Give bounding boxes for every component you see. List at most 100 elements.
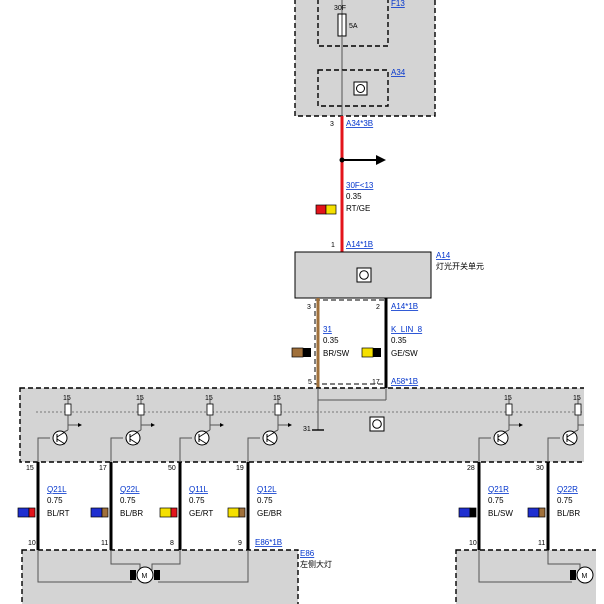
- output-color-swatch-secondary: [238, 507, 246, 518]
- driver-collector-link: [205, 429, 211, 433]
- driver-output-link: [110, 437, 123, 462]
- driver-arrow-icon: [151, 423, 155, 427]
- output-end-pin-label: 10: [469, 540, 477, 547]
- output-wire-label[interactable]: Q12L: [257, 485, 277, 494]
- driver-arrow-icon: [78, 423, 82, 427]
- a58-pin-a: 5: [308, 379, 312, 386]
- a58-ground-label: 31: [303, 426, 311, 433]
- driver-transistor-icon: [562, 430, 578, 446]
- a34-module-icon-circle: [356, 84, 365, 93]
- output-end-pin-label: 11: [538, 540, 545, 547]
- a58-pin-b: 17: [372, 379, 380, 386]
- a58-module-icon: [369, 416, 385, 432]
- a14-pin-out-b: 2: [376, 304, 380, 311]
- output-wire-label[interactable]: Q11L: [189, 485, 209, 494]
- e86-wire-q11l: [151, 550, 181, 570]
- driver-collector-link: [136, 429, 142, 433]
- output-pin-label: 28: [467, 465, 475, 472]
- output-wire-label[interactable]: Q22L: [120, 485, 140, 494]
- a14-desc: 灯光开关单元: [436, 261, 484, 271]
- a14-pin-out-a: 3: [307, 304, 311, 311]
- output-wire-color: BL/RT: [47, 509, 70, 518]
- output-color-swatch-primary: [458, 507, 471, 518]
- e86-connector-label[interactable]: E86*1B: [255, 538, 282, 547]
- driver-output-link: [478, 437, 491, 462]
- driver-arrow-icon: [288, 423, 292, 427]
- output-pin-label: 15: [26, 465, 34, 472]
- driver-transistor-collector: [129, 431, 139, 438]
- wire-30f-label[interactable]: 30F<13: [346, 181, 374, 190]
- driver-fuse-label: 15: [136, 395, 144, 402]
- wire-30f-color: RT/GE: [346, 204, 370, 213]
- driver-arrow-icon: [519, 423, 523, 427]
- wire-31-color: BR/SW: [323, 349, 350, 358]
- output-color-swatch-primary: [227, 507, 240, 518]
- wire-klin-swatch-yellow: [361, 347, 374, 358]
- a14-label[interactable]: A14: [436, 251, 451, 260]
- output-pin-label: 30: [536, 465, 544, 472]
- output-wire-label[interactable]: Q22R: [557, 485, 578, 494]
- wire-klin-color: GE/SW: [391, 349, 418, 358]
- driver-transistor-collector: [56, 431, 66, 438]
- output-wire-label[interactable]: Q21R: [488, 485, 509, 494]
- output-wire-color: BL/BR: [120, 509, 143, 518]
- a34-outer-box: [294, 0, 436, 117]
- output-color-swatch-primary: [17, 507, 30, 518]
- e86-desc: 左侧大灯: [300, 559, 332, 569]
- driver-output-link: [179, 437, 192, 462]
- driver-collector-link: [63, 429, 69, 433]
- output-color-swatch-primary: [527, 507, 540, 518]
- a58-connector-label[interactable]: A58*1B: [391, 377, 418, 386]
- output-color-swatch-primary: [90, 507, 103, 518]
- output-wire-color: BL/SW: [488, 509, 513, 518]
- wire-klin-swatch-black: [373, 348, 381, 357]
- driver-fuse-icon: [206, 403, 214, 416]
- right-motor-icon: [576, 566, 594, 584]
- driver-fuse-icon: [505, 403, 513, 416]
- driver-collector-link: [504, 429, 510, 433]
- driver-fuse-icon: [64, 403, 72, 416]
- output-color-swatch-secondary: [101, 507, 109, 518]
- output-wire-gauge: 0.75: [557, 496, 573, 505]
- output-end-pin-label: 10: [28, 540, 36, 547]
- driver-transistor-emitter: [129, 438, 139, 445]
- a34-connector-label[interactable]: A34*3B: [346, 119, 373, 128]
- right-crop-mask: [584, 380, 604, 480]
- driver-fuse-icon: [274, 403, 282, 416]
- output-color-swatch-secondary: [538, 507, 546, 518]
- a14-connector-out-label[interactable]: A14*1B: [391, 302, 418, 311]
- right-crop-mask-bottom: [596, 540, 604, 604]
- e86-label[interactable]: E86: [300, 549, 315, 558]
- a34-pin-label: 3: [330, 121, 334, 128]
- driver-collector-link: [573, 429, 579, 433]
- output-wire-gauge: 0.75: [47, 496, 63, 505]
- a58-box: [19, 387, 604, 463]
- output-wire-label[interactable]: Q21L: [47, 485, 67, 494]
- wire-klin-label[interactable]: K_LIN_8: [391, 325, 423, 334]
- wire-klin-gauge: 0.35: [391, 336, 407, 345]
- driver-fuse-label: 15: [273, 395, 281, 402]
- driver-fuse-label: 15: [573, 395, 581, 402]
- a14-connector-in-label[interactable]: A14*1B: [346, 240, 373, 249]
- a34-label[interactable]: A34: [391, 68, 406, 77]
- wire-31-label[interactable]: 31: [323, 325, 332, 334]
- right-wire-q22r: [547, 550, 581, 570]
- right-motor-term-left: [570, 570, 576, 580]
- e86-motor-term-right: [154, 570, 160, 580]
- branch-arrow-icon: [376, 155, 386, 165]
- driver-transistor-emitter: [266, 438, 276, 445]
- fuse-f13-label[interactable]: F13: [391, 0, 405, 8]
- driver-fuse-icon: [137, 403, 145, 416]
- fuse-f13-box: [317, 0, 389, 47]
- fuse-circuit-label: 30F: [334, 5, 346, 12]
- e86-motor-icon: [136, 566, 154, 584]
- driver-output-link: [247, 437, 260, 462]
- driver-transistor-emitter: [497, 438, 507, 445]
- a14-module-icon-circle: [359, 270, 369, 280]
- output-pin-label: 50: [168, 465, 176, 472]
- driver-fuse-label: 15: [63, 395, 71, 402]
- wire-30f-gauge: 0.35: [346, 192, 362, 201]
- e86-wire-q21l: [37, 550, 132, 583]
- output-color-swatch-secondary: [469, 507, 477, 518]
